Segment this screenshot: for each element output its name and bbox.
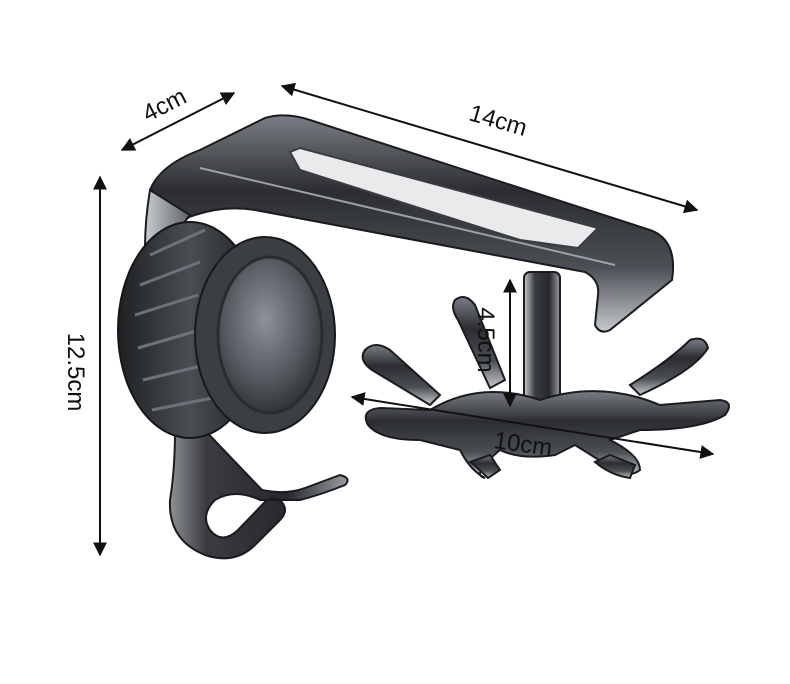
dimension-width-label: 14cm — [466, 100, 530, 142]
dimension-width-line — [280, 82, 699, 214]
dimension-hook-drop-label: 4.5cm — [472, 307, 499, 372]
dimension-hook-span-line — [350, 392, 715, 459]
hook-post — [523, 271, 561, 413]
suction-knob — [117, 221, 336, 439]
dimension-depth-line — [120, 92, 236, 151]
dimension-height-label: 12.5cm — [62, 333, 89, 412]
dimension-depth-label: 4cm — [138, 83, 191, 128]
left-arm — [144, 188, 349, 560]
dimension-depth: 4cm — [120, 83, 236, 151]
dimension-hook-span: 10cm — [350, 392, 715, 462]
dimension-height: 12.5cm — [62, 175, 107, 557]
dimension-hook-drop: 4.5cm — [472, 278, 517, 408]
